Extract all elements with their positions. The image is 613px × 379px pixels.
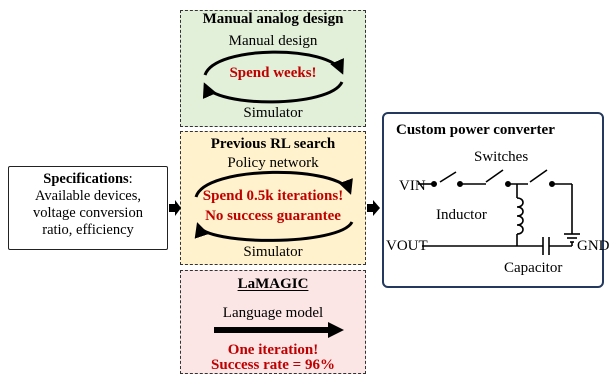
manual-design-label: Manual design xyxy=(228,33,318,49)
language-model-label: Language model xyxy=(222,305,324,321)
rl-cycle-arrow-bottom xyxy=(194,221,354,242)
manual-cycle-arrow-bottom xyxy=(202,81,344,104)
specifications-box: Specifications: Available devices, volta… xyxy=(8,166,168,250)
rl-simulator-label: Simulator xyxy=(243,244,303,260)
spec-line-2: voltage conversion xyxy=(33,205,143,221)
custom-converter-box: Custom power converter Switches VIN Indu… xyxy=(382,112,610,288)
lamagic-title: LaMAGIC xyxy=(237,276,309,292)
lamagic-result-1: One iteration! xyxy=(227,342,319,358)
converter-title: Custom power converter xyxy=(396,122,555,138)
lamagic-result-2: Success rate = 96% xyxy=(211,357,335,373)
lamagic-arrow-head xyxy=(328,322,344,338)
manual-panel-title: Manual analog design xyxy=(202,11,344,27)
specifications-title: Specifications xyxy=(43,171,129,187)
specifications-colon: : xyxy=(128,171,133,187)
rl-search-panel: Previous RL search Policy network Spend … xyxy=(180,131,366,265)
spec-line-3: ratio, efficiency xyxy=(42,222,134,238)
manual-cycle-arrow-top xyxy=(203,50,344,76)
lamagic-panel: LaMAGIC Language model One iteration! Su… xyxy=(180,270,366,374)
inductor-label: Inductor xyxy=(436,207,487,223)
specifications-heading: Specifications: xyxy=(9,171,167,188)
manual-cycle-label: Spend weeks! xyxy=(229,65,317,81)
rl-guarantee-label: No success guarantee xyxy=(205,208,341,224)
policy-network-label: Policy network xyxy=(227,155,319,171)
spec-to-rl-arrow xyxy=(169,200,181,216)
rl-cycle-arrow-top xyxy=(194,170,353,198)
rl-panel-title: Previous RL search xyxy=(210,136,336,152)
spec-line-1: Available devices, xyxy=(34,188,142,204)
manual-simulator-label: Simulator xyxy=(243,105,303,121)
vin-label: VIN xyxy=(399,178,426,194)
rl-to-converter-arrow xyxy=(367,200,380,216)
rl-iterations-label: Spend 0.5k iterations! xyxy=(202,188,344,204)
capacitor-label: Capacitor xyxy=(504,260,563,276)
gnd-label: GND xyxy=(577,238,610,254)
converter-circuit xyxy=(418,169,580,255)
switches-label: Switches xyxy=(474,149,529,165)
vout-label: VOUT xyxy=(386,238,428,254)
